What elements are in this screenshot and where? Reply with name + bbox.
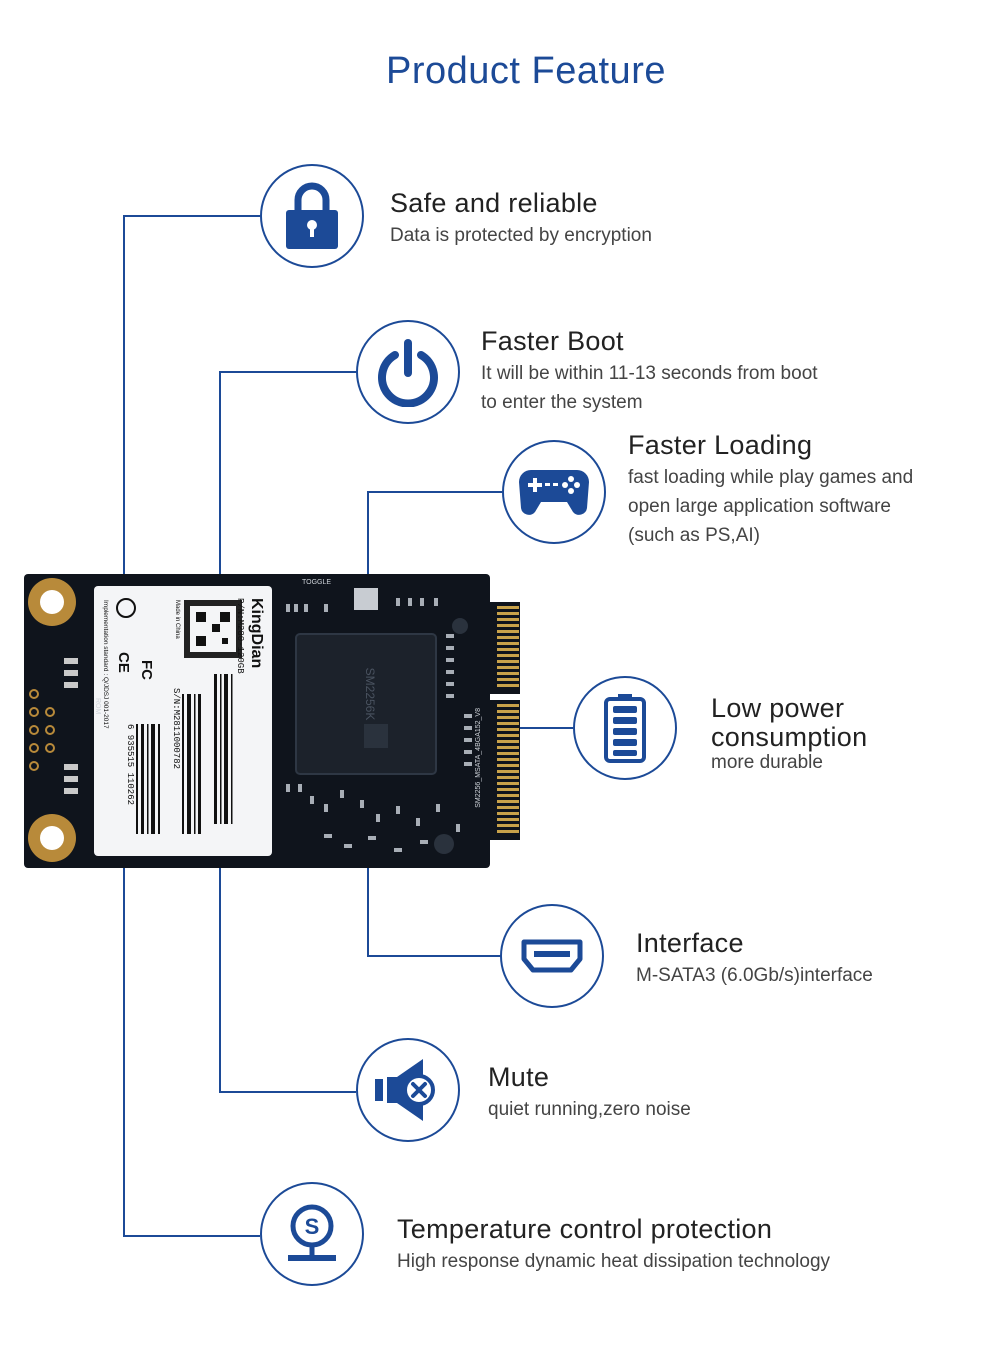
feature-title: Faster Loading <box>628 430 813 460</box>
hdmi-port-icon <box>521 939 583 973</box>
msata-ssd-image: TOGGLE ROM SM2256_MSATA_4BGA152_V8 SM225… <box>24 574 524 873</box>
controller-chip-label: SM2256K <box>363 668 377 721</box>
title-line: Low power <box>711 693 845 723</box>
page-title: Product Feature <box>386 50 666 92</box>
feature-desc: more durable <box>711 752 823 773</box>
svg-text:FC: FC <box>138 660 155 680</box>
board-mark-toggle: TOGGLE <box>302 579 331 586</box>
battery-icon <box>604 694 646 763</box>
feature-desc: M-SATA3 (6.0Gb/s)interface <box>636 965 873 986</box>
title-line: consumption <box>711 722 868 752</box>
power-icon-circle <box>356 320 460 424</box>
feature-desc: fast loading while play games and open la… <box>628 463 913 550</box>
desc-line: fast loading while play games and <box>628 467 914 488</box>
feature-safe-reliable: Safe and reliable Data is protected by e… <box>390 188 652 250</box>
mute-speaker-icon <box>375 1059 435 1121</box>
feature-desc: Data is protected by encryption <box>390 225 652 246</box>
part-number-text: P/N:M280-120GB <box>235 598 245 674</box>
feature-temperature-control: Temperature control protection High resp… <box>397 1214 830 1276</box>
feature-title: Faster Boot <box>481 326 624 356</box>
brand-logo-text: KingDian <box>248 598 265 668</box>
feature-interface: Interface M-SATA3 (6.0Gb/s)interface <box>636 928 873 990</box>
battery-icon-circle <box>573 676 677 780</box>
board-mark-model: SM2256_MSATA_4BGA152_V8 <box>475 708 482 808</box>
feature-title: Safe and reliable <box>390 188 598 218</box>
desc-line: open large application software <box>628 496 892 517</box>
barcode-number-text: 6 935515 110262 <box>125 724 135 805</box>
gamepad-icon-circle <box>502 440 606 544</box>
desc-line: to enter the system <box>481 392 643 413</box>
mute-speaker-icon-circle <box>356 1038 460 1142</box>
gamepad-icon <box>519 470 589 515</box>
thermometer-icon-circle: S <box>260 1182 364 1286</box>
lock-icon-circle <box>260 164 364 268</box>
feature-title: Mute <box>488 1062 550 1092</box>
board-mark-rom: ROM <box>94 698 101 715</box>
feature-faster-loading: Faster Loading fast loading while play g… <box>628 430 913 550</box>
svg-text:S: S <box>305 1214 320 1239</box>
serial-number-text: S/N:M2811000782 <box>171 688 181 769</box>
svg-text:CE: CE <box>115 652 132 673</box>
standard-text: Implementation standard : Q/JDSJ 001-201… <box>102 600 109 729</box>
feature-desc: High response dynamic heat dissipation t… <box>397 1251 831 1272</box>
certification-marks: CE FC <box>115 598 155 680</box>
desc-line: It will be within 11-13 seconds from boo… <box>481 363 818 384</box>
feature-title: Interface <box>636 928 744 958</box>
feature-title: Temperature control protection <box>397 1214 773 1244</box>
feature-mute: Mute quiet running,zero noise <box>488 1062 691 1124</box>
feature-desc: quiet running,zero noise <box>488 1099 691 1120</box>
thermometer-icon: S <box>288 1204 336 1261</box>
power-icon <box>378 339 438 407</box>
desc-line: (such as PS,AI) <box>628 525 760 546</box>
feature-faster-boot: Faster Boot It will be within 11-13 seco… <box>481 326 818 417</box>
lock-icon <box>286 182 338 249</box>
hdmi-port-icon-circle <box>500 904 604 1008</box>
made-in-text: Made in China <box>174 600 180 639</box>
feature-desc: It will be within 11-13 seconds from boo… <box>481 359 818 417</box>
